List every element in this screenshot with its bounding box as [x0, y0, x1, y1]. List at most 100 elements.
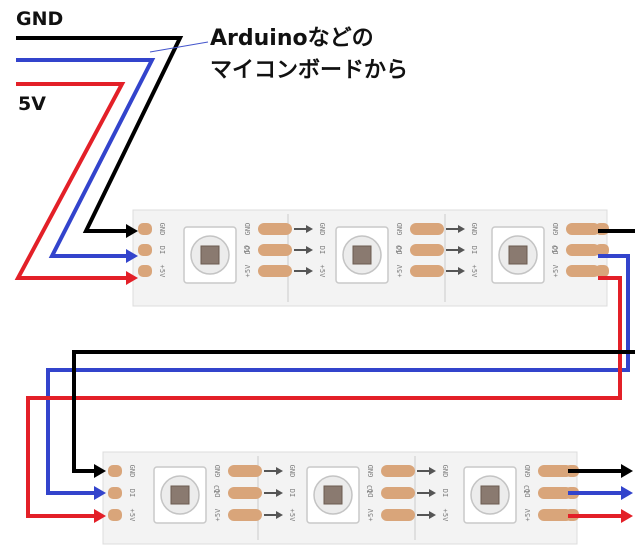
pin-label: DO	[524, 489, 532, 497]
output-pad	[228, 509, 262, 521]
led-die	[352, 245, 372, 265]
capacitor-label: C1	[522, 485, 530, 493]
output-pad	[381, 465, 415, 477]
pin-label: DI	[288, 489, 296, 497]
flow-arrow-head	[306, 267, 313, 275]
pin-label: GND	[318, 223, 326, 236]
led-die	[200, 245, 220, 265]
power-arrow-in	[126, 271, 138, 285]
led-die	[480, 485, 500, 505]
led-5050: C1 GND GND DO DI +5V +5V	[183, 223, 326, 284]
input-pad	[108, 509, 122, 521]
output-pad	[410, 265, 444, 277]
pin-label: GND	[158, 223, 166, 236]
pin-label: +5V	[318, 265, 326, 278]
flow-arrow-head	[458, 225, 465, 233]
flow-arrow-head	[429, 489, 436, 497]
input-pad	[138, 265, 152, 277]
output-pad	[381, 509, 415, 521]
pin-label: GND	[244, 223, 252, 236]
gnd-arrow-link	[94, 464, 106, 478]
power-arrow-out-2	[621, 509, 633, 523]
pin-label: GND	[524, 465, 532, 478]
flow-arrow-head	[429, 511, 436, 519]
input-pad	[138, 223, 152, 235]
source-label-line1: Arduinoなどの	[210, 26, 374, 51]
capacitor-label: C1	[365, 485, 373, 493]
output-pad	[258, 265, 292, 277]
capacitor-label: C1	[242, 245, 250, 253]
input-pad	[108, 487, 122, 499]
source-label-line2: マイコンボードから	[210, 58, 409, 83]
pin-label: +5V	[214, 508, 222, 521]
flow-arrow-head	[276, 489, 283, 497]
power-wire-in	[14, 82, 128, 280]
5v-label: 5V	[18, 93, 46, 115]
pin-label: GND	[367, 465, 375, 478]
output-pad	[410, 244, 444, 256]
pin-label: DO	[244, 246, 252, 254]
pin-label: DI	[318, 246, 326, 254]
pin-label: +5V	[524, 508, 532, 521]
pin-label: GND	[214, 465, 222, 478]
pin-label: +5V	[552, 264, 560, 277]
pin-label: +5V	[244, 264, 252, 277]
output-pad	[566, 265, 600, 277]
label-pointer-line	[149, 41, 209, 53]
pin-label: +5V	[288, 509, 296, 522]
pin-label: +5V	[396, 264, 404, 277]
pin-label: GND	[288, 465, 296, 478]
pin-label: GND	[396, 223, 404, 236]
flow-arrow-head	[306, 225, 313, 233]
input-pad	[138, 244, 152, 256]
pin-label: DI	[470, 246, 478, 254]
capacitor-label: C1	[550, 245, 558, 253]
output-pad	[410, 223, 444, 235]
pin-label: +5V	[367, 508, 375, 521]
gnd-arrow-out-2	[621, 464, 633, 478]
pin-label: DI	[441, 489, 449, 497]
input-pad	[108, 465, 122, 477]
led-die	[323, 485, 343, 505]
output-pad	[258, 223, 292, 235]
output-pad	[538, 465, 572, 477]
pin-label: +5V	[128, 509, 136, 522]
data-wire-link	[46, 254, 630, 495]
pin-label: +5V	[158, 265, 166, 278]
flow-arrow-head	[429, 467, 436, 475]
power-wire-link	[26, 276, 622, 518]
pin-label: DI	[158, 246, 166, 254]
pin-label: GND	[128, 465, 136, 478]
output-pad	[381, 487, 415, 499]
output-pad	[566, 223, 600, 235]
led-die	[508, 245, 528, 265]
power-arrow-link	[94, 509, 106, 523]
capacitor-label: C1	[212, 485, 220, 493]
strip-1: GND DI +5V C1 GND GND DO DI +5V +5V C1 GND GND DO DI +5…	[132, 209, 609, 307]
pin-label: DO	[552, 246, 560, 254]
output-pad	[538, 487, 572, 499]
output-pad	[228, 487, 262, 499]
data-wire-in	[16, 58, 156, 258]
pin-label: GND	[470, 223, 478, 236]
gnd-wire-link	[72, 350, 635, 473]
flow-arrow-head	[306, 246, 313, 254]
gnd-arrow-in	[126, 224, 138, 238]
pin-label: GND	[441, 465, 449, 478]
flow-arrow-head	[276, 467, 283, 475]
flow-arrow-head	[276, 511, 283, 519]
pin-label: GND	[552, 223, 560, 236]
output-pad	[538, 509, 572, 521]
output-pad	[566, 244, 600, 256]
gnd-label: GND	[16, 8, 64, 30]
led-die	[170, 485, 190, 505]
pin-label: DI	[128, 489, 136, 497]
flow-arrow-head	[458, 246, 465, 254]
led-5050: C1 GND DO +5V	[491, 223, 600, 284]
pin-label: +5V	[441, 509, 449, 522]
data-arrow-out-2	[621, 486, 633, 500]
data-arrow-link	[94, 486, 106, 500]
